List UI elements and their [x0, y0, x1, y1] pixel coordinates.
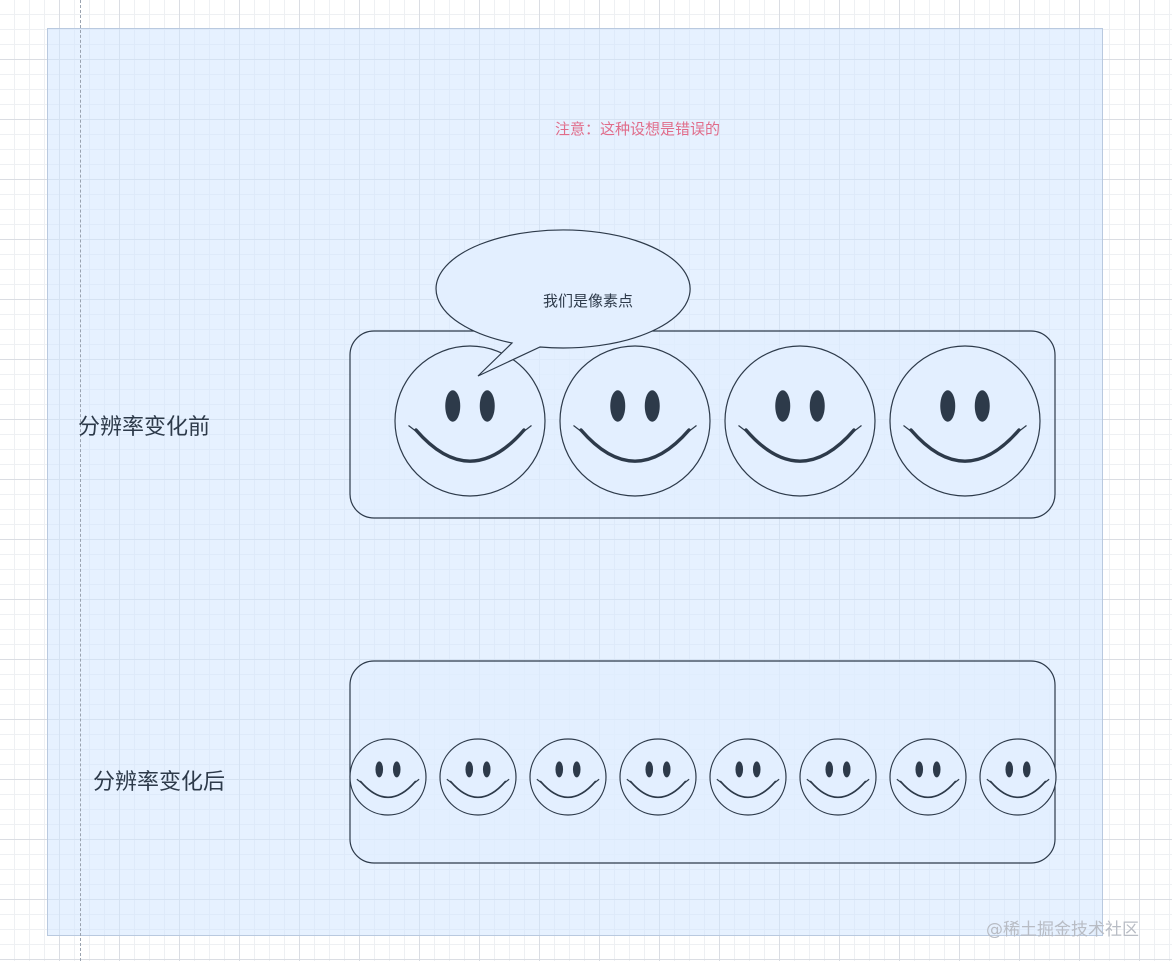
smiley-face-icon[interactable] — [889, 738, 967, 816]
smiley-face-icon[interactable] — [529, 738, 607, 816]
smiley-face-icon[interactable] — [394, 345, 546, 497]
watermark: @稀土掘金技术社区 — [986, 920, 1139, 940]
smiley-face-icon[interactable] — [439, 738, 517, 816]
smiley-face-icon[interactable] — [349, 738, 427, 816]
bubble-text: 我们是像素点 — [543, 292, 634, 310]
smiley-face-icon[interactable] — [724, 345, 876, 497]
speech-bubble-icon[interactable] — [435, 229, 691, 377]
smiley-face-icon[interactable] — [979, 738, 1057, 816]
smiley-face-icon[interactable] — [559, 345, 711, 497]
label-after: 分辨率变化后 — [93, 770, 226, 795]
smiley-face-icon[interactable] — [889, 345, 1041, 497]
smiley-row-before — [394, 345, 1041, 497]
warning-note: 注意：这种设想是错误的 — [555, 120, 721, 138]
container-after[interactable] — [349, 660, 1056, 864]
smiley-face-icon[interactable] — [709, 738, 787, 816]
page-break-line — [80, 0, 81, 961]
smiley-row-after — [349, 738, 1057, 816]
label-before: 分辨率变化前 — [78, 415, 211, 440]
smiley-face-icon[interactable] — [799, 738, 877, 816]
smiley-face-icon[interactable] — [619, 738, 697, 816]
